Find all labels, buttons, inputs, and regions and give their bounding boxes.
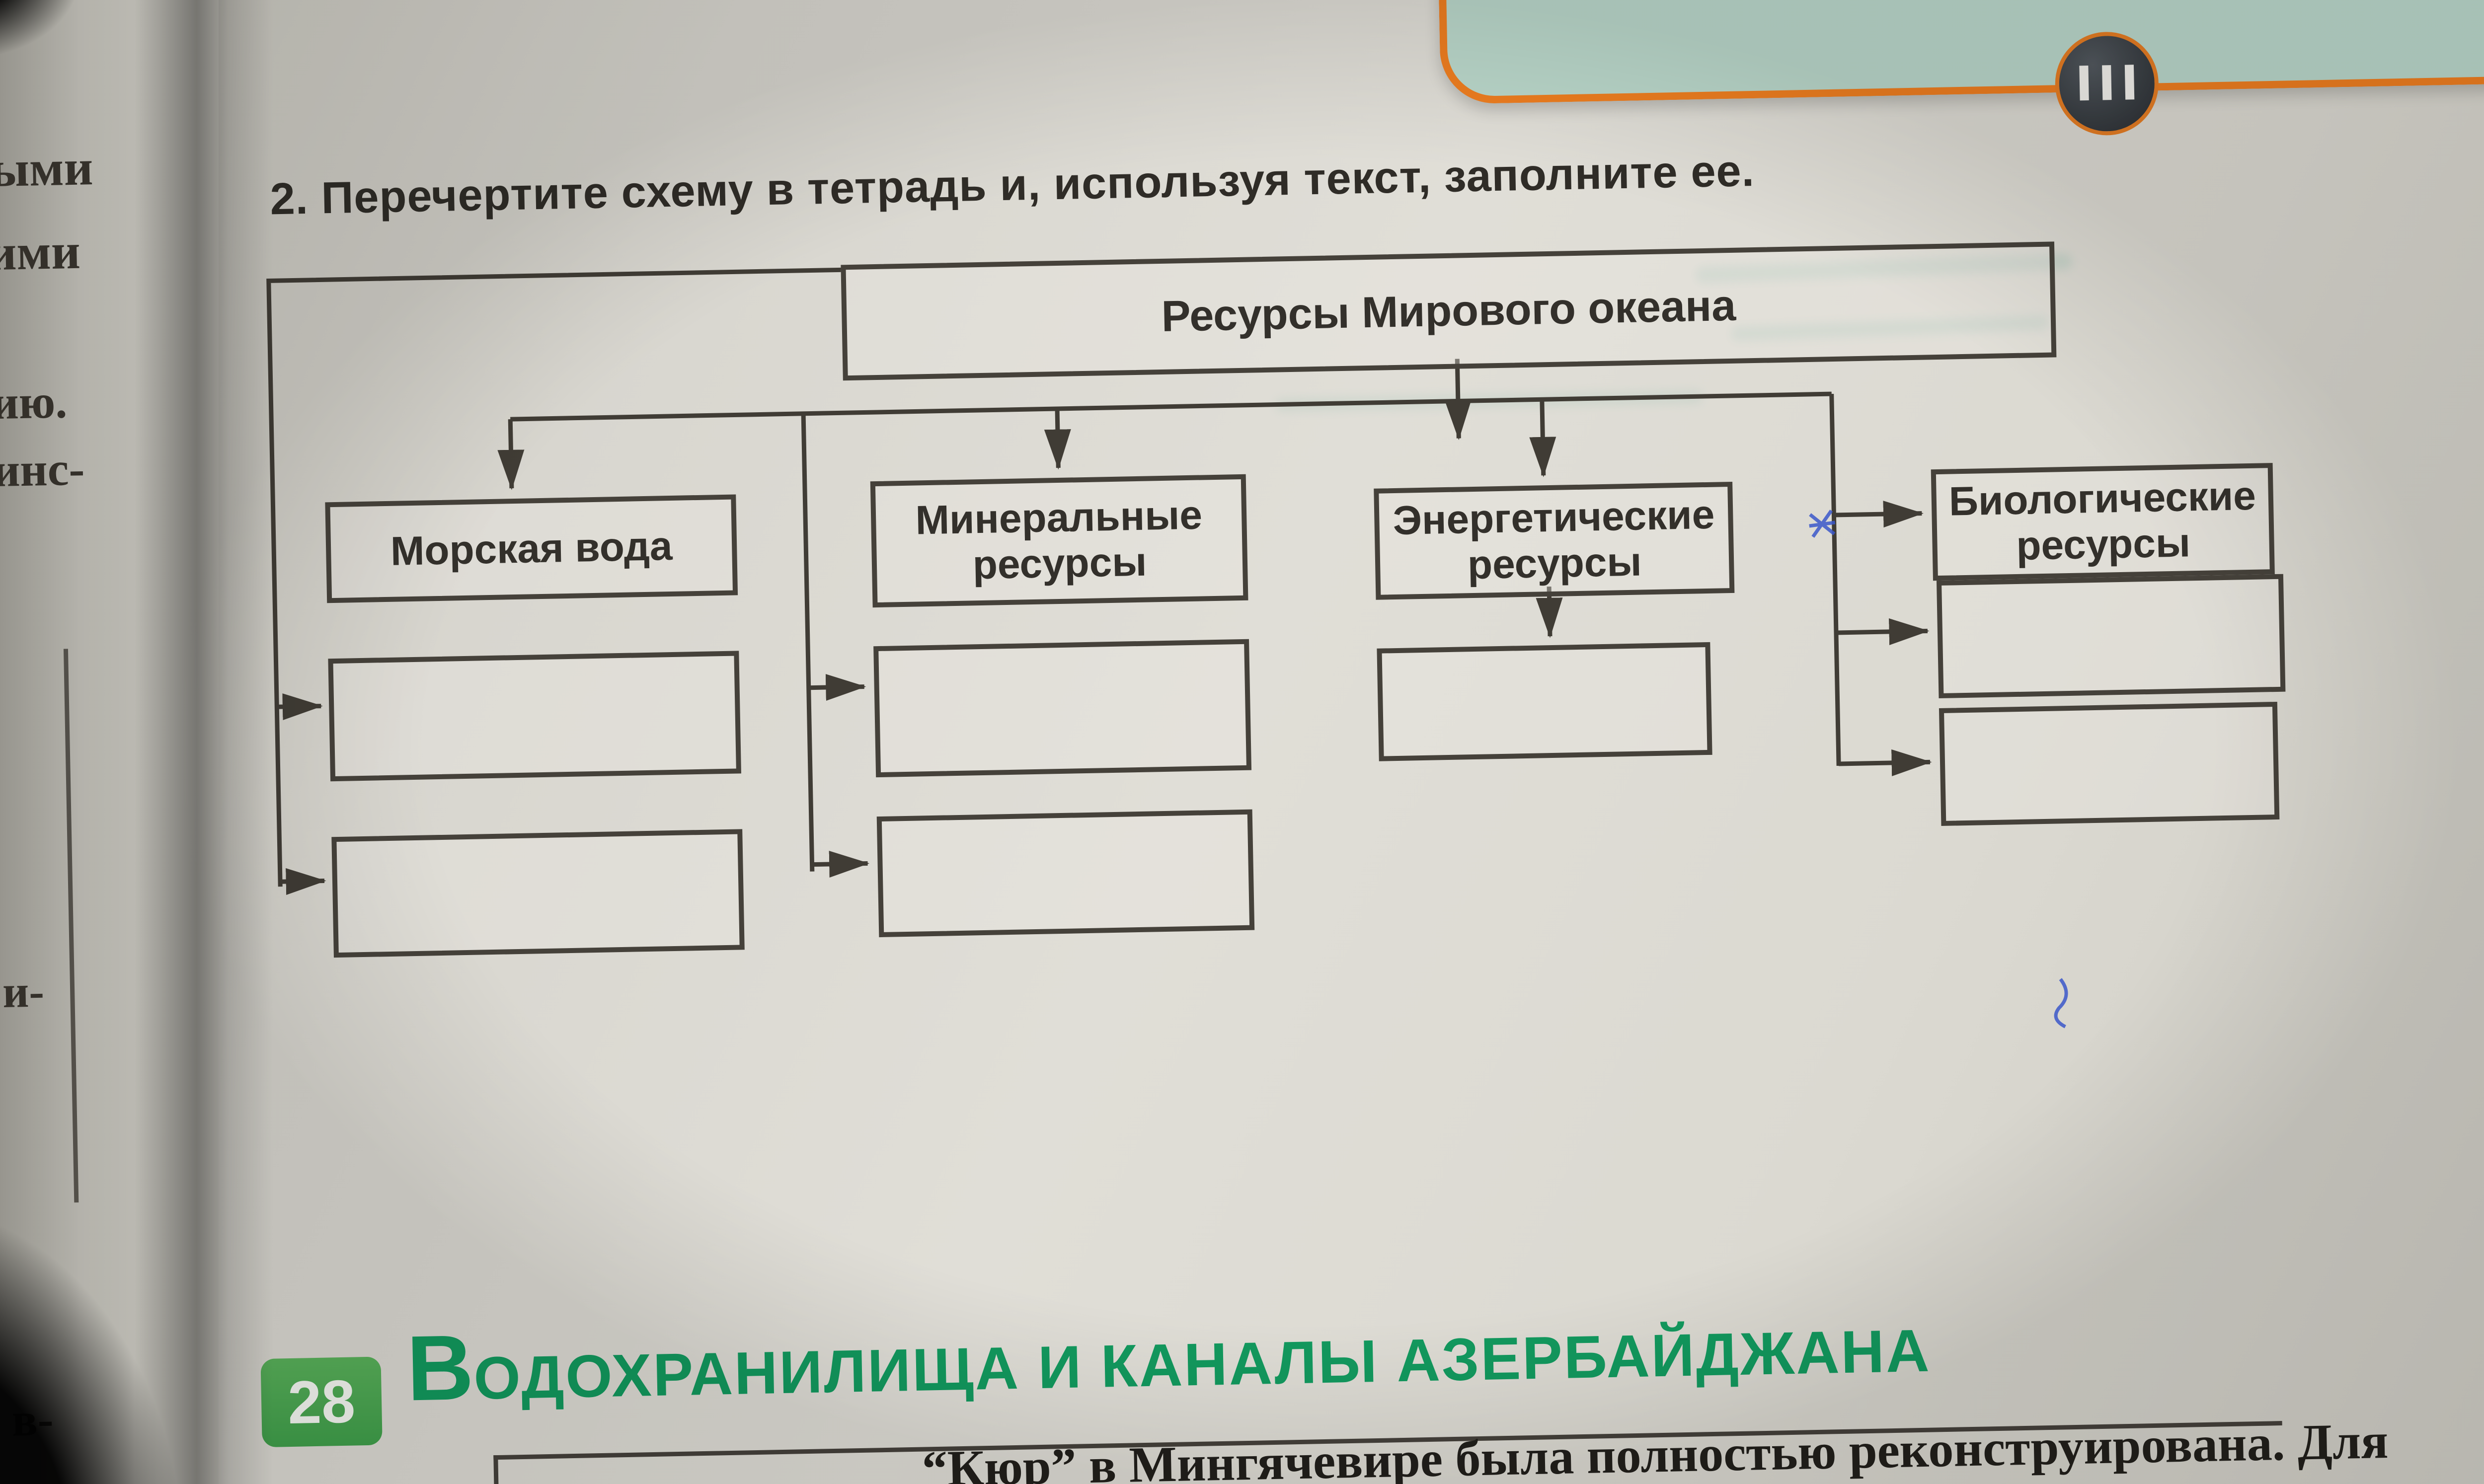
branch-box-energy-resources: Энергетические ресурсы: [1374, 481, 1735, 600]
empty-box: [1377, 642, 1712, 761]
section-title-initial: В: [405, 1316, 475, 1420]
branch-label: Энергетические ресурсы: [1392, 492, 1715, 588]
branch-box-mineral-resources: Минеральные ресурсы: [870, 474, 1248, 608]
empty-box: [876, 809, 1255, 938]
branch-box-sea-water: Морская вода: [325, 494, 738, 603]
empty-box: [328, 651, 742, 782]
branch-label: Морская вода: [390, 523, 673, 574]
empty-box: [873, 639, 1252, 778]
diagram-root-box: Ресурсы Мирового океана: [841, 241, 2057, 381]
branch-label: Биологические ресурсы: [1948, 473, 2256, 569]
branch-label: Минеральные ресурсы: [915, 492, 1203, 588]
section-number-badge: 28: [260, 1356, 383, 1448]
section-number: 28: [287, 1367, 356, 1437]
branch-box-biological-resources: Биологические ресурсы: [1931, 463, 2275, 581]
empty-box: [1939, 701, 2280, 826]
empty-box: [1936, 574, 2286, 699]
diagram-root-label: Ресурсы Мирового океана: [1161, 280, 1736, 341]
empty-box: [331, 829, 745, 958]
